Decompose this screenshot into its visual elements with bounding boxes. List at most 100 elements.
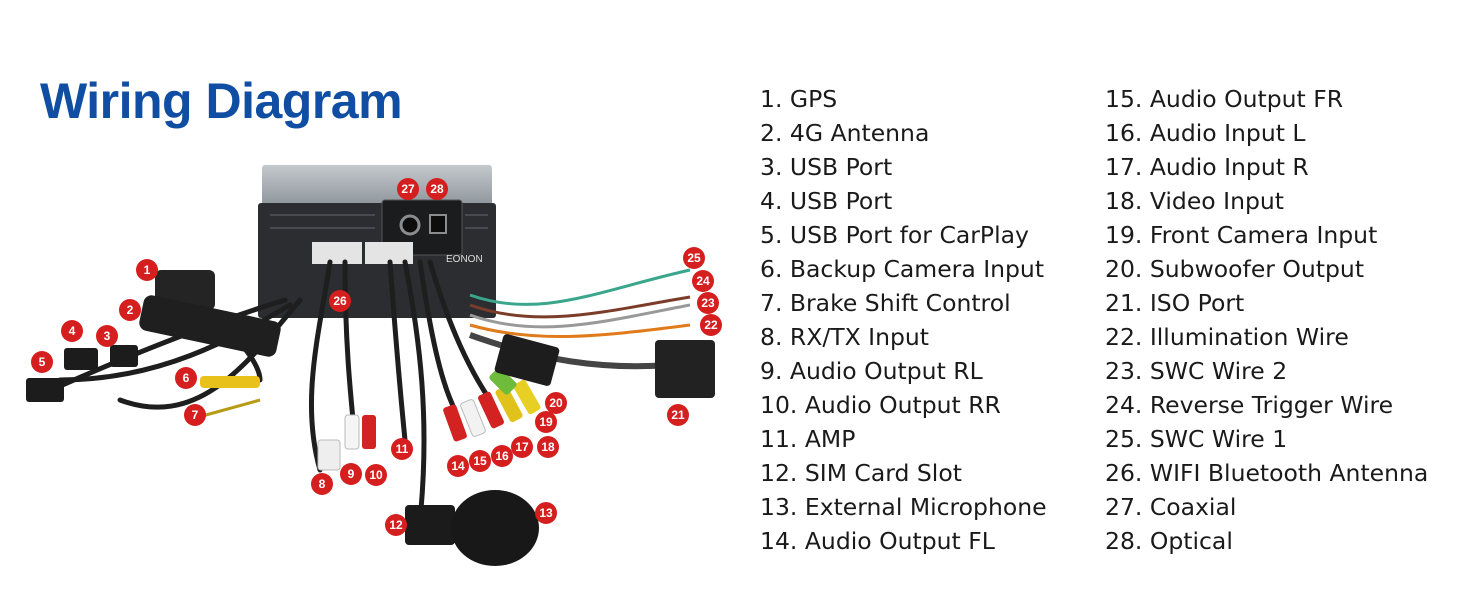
- badge-circle: [329, 290, 351, 312]
- badge-27: 27: [397, 178, 419, 200]
- badge-circle: [340, 463, 362, 485]
- badge-circle: [447, 455, 469, 477]
- badge-label: 8: [319, 477, 326, 491]
- badge-20: 20: [545, 392, 567, 414]
- legend-item: 9. Audio Output RL: [760, 357, 983, 385]
- diagram-title: Wiring Diagram: [40, 73, 403, 129]
- badge-label: 9: [348, 467, 355, 481]
- badge-label: 14: [451, 459, 465, 473]
- legend-item: 7. Brake Shift Control: [760, 289, 1011, 317]
- badge-label: 4: [69, 324, 76, 338]
- legend-item: 8. RX/TX Input: [760, 323, 930, 351]
- rca-plugs: [317, 367, 541, 471]
- badge-7: 7: [184, 404, 206, 426]
- badge-circle: [491, 445, 513, 467]
- badge-3: 3: [96, 325, 118, 347]
- badge-26: 26: [329, 290, 351, 312]
- badge-11: 11: [391, 438, 413, 460]
- legend-item: 15. Audio Output FR: [1105, 85, 1344, 113]
- badge-13: 13: [535, 502, 557, 524]
- badge-circle: [700, 314, 722, 336]
- sim-card-module: [405, 505, 455, 545]
- legend-item: 19. Front Camera Input: [1105, 221, 1378, 249]
- legend-column-2: 15. Audio Output FR 16. Audio Input L 17…: [1105, 82, 1428, 558]
- badge-15: 15: [469, 450, 491, 472]
- badge-label: 15: [473, 454, 487, 468]
- legend-item: 28. Optical: [1105, 527, 1233, 555]
- head-unit: EONON: [258, 165, 496, 318]
- wiring-illustration: EONON: [26, 165, 722, 566]
- badge-5: 5: [31, 351, 53, 373]
- badge-18: 18: [537, 436, 559, 458]
- iso-port: [655, 340, 715, 398]
- coaxial-port: [399, 214, 421, 236]
- badge-label: 23: [701, 296, 715, 310]
- legend-column-1: 1. GPS 2. 4G Antenna 3. USB Port 4. USB …: [760, 82, 1047, 558]
- optical-port: [429, 214, 447, 234]
- badge-6: 6: [175, 367, 197, 389]
- badge-circle: [96, 325, 118, 347]
- badge-label: 24: [696, 274, 710, 288]
- badge-23: 23: [697, 292, 719, 314]
- badge-24: 24: [692, 270, 714, 292]
- badge-label: 3: [104, 329, 111, 343]
- badge-label: 19: [539, 415, 553, 429]
- badge-circle: [535, 502, 557, 524]
- badge-circle: [537, 436, 559, 458]
- usb-connector-3: [110, 345, 138, 367]
- legend-item: 24. Reverse Trigger Wire: [1105, 391, 1394, 419]
- badge-17: 17: [511, 436, 533, 458]
- badge-circle: [385, 514, 407, 536]
- legend-item: 1. GPS: [760, 85, 838, 113]
- legend-item: 17. Audio Input R: [1105, 153, 1309, 181]
- legend-item: 20. Subwoofer Output: [1105, 255, 1365, 283]
- badge-label: 13: [539, 506, 553, 520]
- badge-circle: [391, 438, 413, 460]
- badge-28: 28: [426, 178, 448, 200]
- legend-item: 18. Video Input: [1105, 187, 1285, 215]
- badge-circle: [697, 292, 719, 314]
- badge-circle: [469, 450, 491, 472]
- legend-item: 22. Illumination Wire: [1105, 323, 1349, 351]
- legend-item: 6. Backup Camera Input: [760, 255, 1045, 283]
- badge-label: 17: [515, 440, 529, 454]
- badge-4: 4: [61, 320, 83, 342]
- badge-14: 14: [447, 455, 469, 477]
- badge-label: 18: [541, 440, 555, 454]
- 4g-antenna: [139, 295, 281, 357]
- legend-item: 12. SIM Card Slot: [760, 459, 962, 487]
- badge-9: 9: [340, 463, 362, 485]
- badge-25: 25: [683, 247, 705, 269]
- legend-item: 10. Audio Output RR: [760, 391, 1001, 419]
- legend-item: 27. Coaxial: [1105, 493, 1237, 521]
- badge-circle: [184, 404, 206, 426]
- badge-label: 10: [369, 468, 383, 482]
- signal-wires: [468, 268, 691, 370]
- legend-item: 26. WIFI Bluetooth Antenna: [1105, 459, 1429, 487]
- badge-label: 21: [671, 408, 685, 422]
- badge-label: 20: [549, 396, 563, 410]
- badge-circle: [683, 247, 705, 269]
- badge-circle: [365, 464, 387, 486]
- badge-22: 22: [700, 314, 722, 336]
- legend-item: 4. USB Port: [760, 187, 893, 215]
- badge-label: 5: [39, 355, 46, 369]
- badge-label: 12: [389, 518, 403, 532]
- legend-item: 25. SWC Wire 1: [1105, 425, 1288, 453]
- badge-circle: [61, 320, 83, 342]
- badge-label: 16: [495, 449, 509, 463]
- legend-item: 23. SWC Wire 2: [1105, 357, 1288, 385]
- brand-label: EONON: [446, 254, 483, 265]
- harness-cables: [37, 259, 493, 523]
- legend-item: 11. AMP: [760, 425, 856, 453]
- badge-2: 2: [119, 299, 141, 321]
- badge-12: 12: [385, 514, 407, 536]
- badge-label: 6: [183, 371, 190, 385]
- badge-label: 27: [401, 182, 415, 196]
- camera-rca: [200, 376, 260, 388]
- badge-label: 26: [333, 294, 347, 308]
- badge-16: 16: [491, 445, 513, 467]
- legend-item: 3. USB Port: [760, 153, 893, 181]
- badge-circle: [119, 299, 141, 321]
- badge-circle: [136, 259, 158, 281]
